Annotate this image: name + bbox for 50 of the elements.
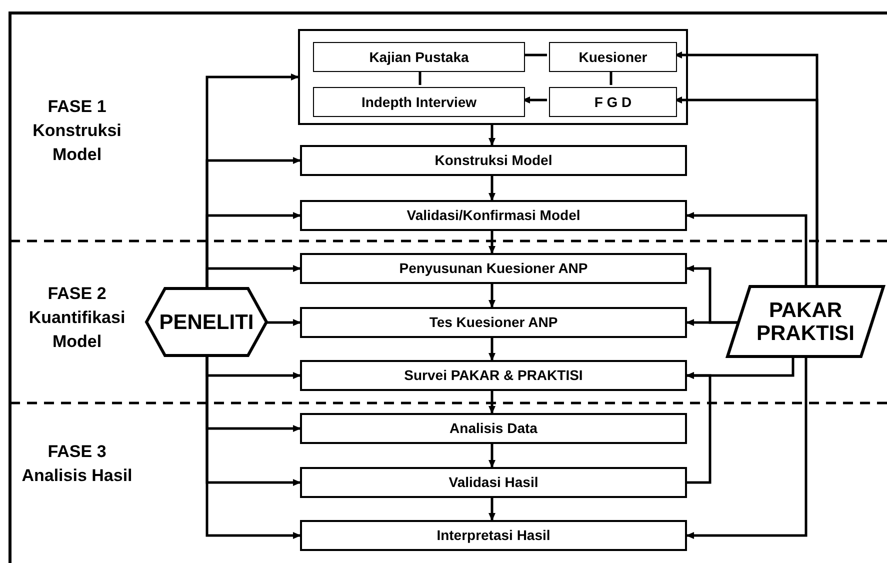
process-box (300, 253, 687, 284)
arrow (488, 391, 496, 414)
parallelogram-node (726, 285, 885, 358)
node-label: Analisis Data (450, 420, 538, 437)
arrow (686, 358, 808, 539)
node-label: PENELITI (159, 310, 254, 334)
process-box (300, 145, 687, 176)
node-label: PAKAR PRAKTISI (756, 298, 856, 344)
node-label: Kajian Pustaka (369, 48, 469, 66)
arrow (206, 265, 301, 287)
process-box (300, 200, 687, 231)
process-box (300, 520, 687, 551)
arrow (686, 212, 808, 285)
node-label: Survei PAKAR & PRAKTISI (404, 367, 583, 384)
node-label: Interpretasi Hasil (436, 527, 550, 544)
process-box (313, 42, 525, 72)
node-label: Indepth Interview (361, 94, 477, 110)
process-box (549, 87, 677, 117)
hexagon-node (145, 287, 268, 357)
process-box (300, 307, 687, 338)
arrow (206, 357, 301, 539)
connector-line (418, 70, 422, 85)
arrow (488, 231, 496, 254)
process-box (300, 467, 687, 498)
process-box (313, 87, 525, 117)
group-box (298, 29, 688, 125)
arrow (488, 284, 496, 308)
phase-label: FASE 3 Analisis Hasil (20, 441, 134, 487)
connector-line (610, 70, 612, 85)
node-label: Validasi Hasil (448, 474, 538, 491)
node-label: F G D (594, 94, 632, 110)
arrow (686, 319, 738, 326)
arrow (266, 319, 301, 326)
phase-label: FASE 1 Konstruksi Model (32, 96, 122, 166)
arrow (488, 338, 496, 361)
arrow (488, 176, 496, 201)
node-label: Tes Kuesioner ANP (429, 314, 558, 331)
node-label: Validasi/Konfirmasi Model (406, 207, 580, 224)
arrow (686, 372, 712, 484)
node-label: Konstruksi Model (434, 152, 552, 169)
process-box (300, 413, 687, 444)
node-label: Kuesioner (578, 48, 648, 66)
arrow (488, 125, 496, 146)
connector-line (523, 54, 547, 56)
phase-label: FASE 2 Kuantifikasi Model (28, 283, 126, 353)
process-box (549, 42, 677, 72)
node-label: Penyusunan Kuesioner ANP (399, 260, 588, 277)
process-box (300, 360, 687, 391)
arrow (488, 498, 496, 521)
arrow (488, 444, 496, 468)
